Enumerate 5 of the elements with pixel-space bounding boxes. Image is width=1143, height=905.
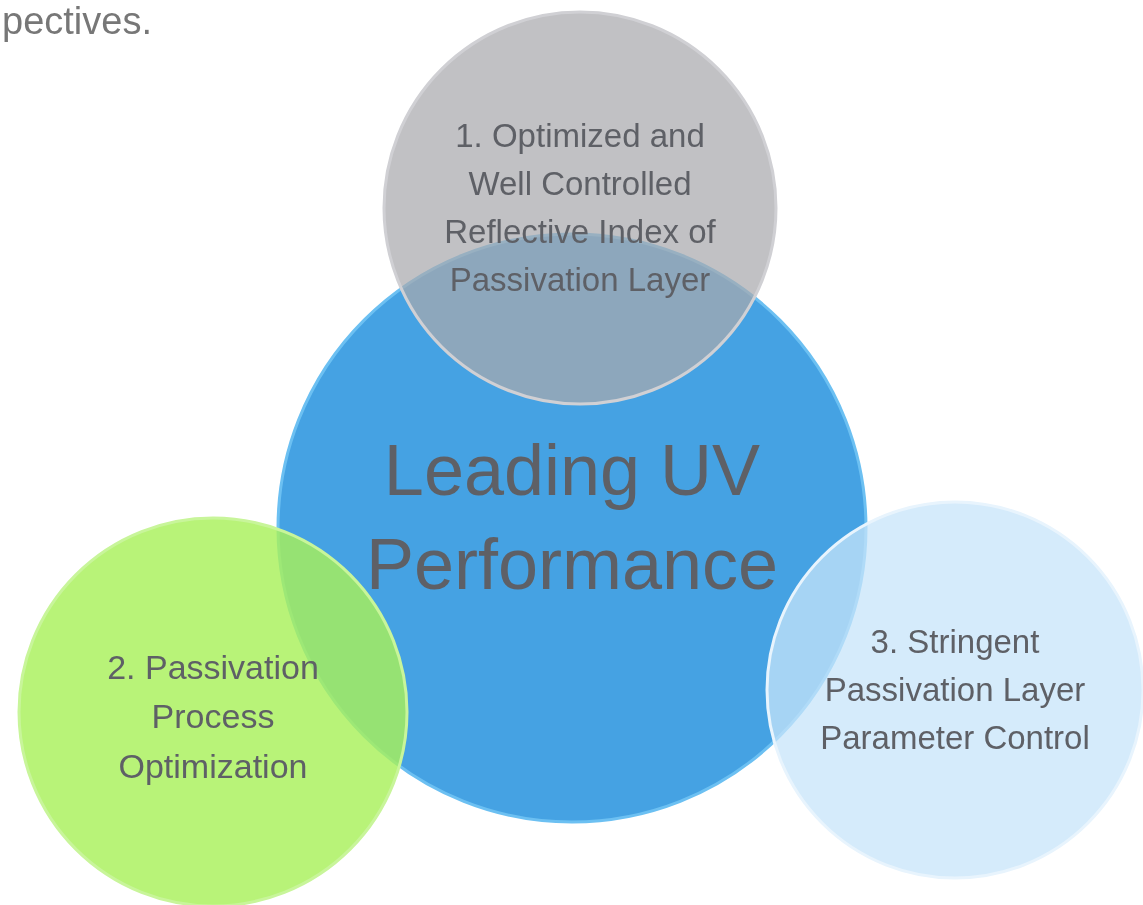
text-fragment: pectives. xyxy=(2,0,152,43)
circle-text: 2. Passivation Process Optimization xyxy=(106,647,320,787)
circle-text: 3. Stringent Passivation Layer Parameter Control xyxy=(820,622,1090,758)
circle-text: 1. Optimized and Well Controlled Reflective Index of Passivation Layer xyxy=(443,116,717,300)
circle-text: Leading UV Performance xyxy=(364,429,780,606)
